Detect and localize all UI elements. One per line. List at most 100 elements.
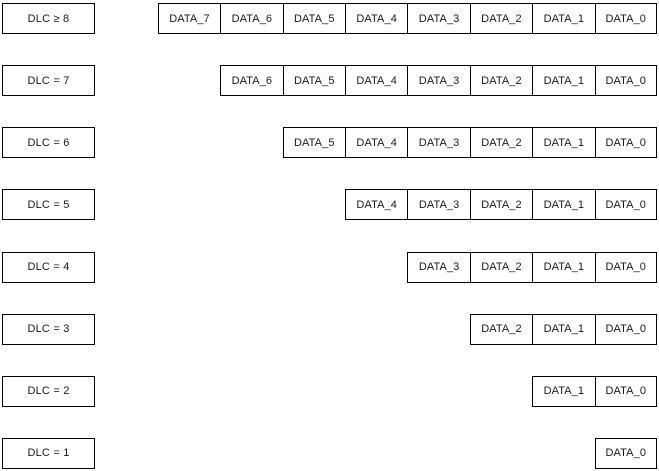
dlc-label-box: DLC = 4 <box>2 251 95 283</box>
data-byte-cell: DATA_1 <box>532 189 595 221</box>
data-byte-cell: DATA_3 <box>407 251 470 283</box>
data-byte-label: DATA_4 <box>356 198 397 211</box>
data-byte-label: DATA_1 <box>543 323 585 336</box>
data-byte-label: DATA_2 <box>481 198 522 211</box>
data-byte-cell: DATA_1 <box>532 65 595 97</box>
data-byte-cell: DATA_4 <box>344 3 408 34</box>
data-byte-cell: DATA_2 <box>469 251 533 283</box>
data-byte-label: DATA_0 <box>605 261 647 274</box>
data-byte-label: DATA_1 <box>543 261 585 274</box>
dlc-row: DLC = 3 DATA_2 DATA_1 DATA_0 <box>0 313 659 347</box>
data-byte-cell: DATA_6 <box>220 3 283 34</box>
data-byte-label: DATA_5 <box>294 12 335 25</box>
data-byte-label: DATA_3 <box>418 136 460 149</box>
data-byte-strip: DATA_5 DATA_4 DATA_3 DATA_2 DATA_1 DATA_0 <box>282 127 657 159</box>
data-byte-cell: DATA_4 <box>344 127 408 159</box>
data-byte-cell: DATA_0 <box>594 189 657 221</box>
dlc-row: DLC = 2 DATA_1 DATA_0 <box>0 375 659 409</box>
data-byte-label: DATA_0 <box>605 136 647 149</box>
data-byte-cell: DATA_5 <box>282 65 345 97</box>
data-byte-label: DATA_2 <box>481 323 522 336</box>
data-byte-label: DATA_2 <box>481 74 522 87</box>
dlc-label-box: DLC = 5 <box>2 189 95 221</box>
data-byte-label: DATA_1 <box>543 385 585 398</box>
data-byte-label: DATA_2 <box>481 136 522 149</box>
data-byte-cell: DATA_2 <box>469 189 533 221</box>
data-byte-strip: DATA_6 DATA_5 DATA_4 DATA_3 DATA_2 DATA_1 DATA… <box>220 65 657 97</box>
dlc-label-box: DLC = 2 <box>2 375 95 407</box>
dlc-label-text: DLC = 7 <box>27 74 70 87</box>
data-byte-cell: DATA_0 <box>594 437 657 469</box>
dlc-label-box: DLC = 3 <box>2 313 95 345</box>
data-byte-cell: DATA_0 <box>594 3 657 34</box>
data-byte-cell: DATA_5 <box>282 3 345 34</box>
data-byte-strip: DATA_2 DATA_1 DATA_0 <box>469 313 657 345</box>
data-byte-cell: DATA_3 <box>407 189 470 221</box>
data-byte-cell: DATA_6 <box>220 65 283 97</box>
data-byte-label: DATA_4 <box>356 12 397 25</box>
data-byte-label: DATA_3 <box>418 198 460 211</box>
data-byte-cell: DATA_5 <box>282 127 345 159</box>
dlc-row: DLC = 1 DATA_0 <box>0 437 659 471</box>
data-byte-label: DATA_6 <box>231 12 273 25</box>
data-byte-cell: DATA_1 <box>532 375 595 407</box>
data-byte-strip: DATA_4 DATA_3 DATA_2 DATA_1 DATA_0 <box>345 189 657 221</box>
data-byte-label: DATA_3 <box>418 12 460 25</box>
data-byte-cell: DATA_0 <box>594 313 657 345</box>
data-byte-cell: DATA_2 <box>469 65 533 97</box>
data-byte-label: DATA_1 <box>543 74 585 87</box>
data-byte-label: DATA_2 <box>481 261 522 274</box>
data-byte-label: DATA_0 <box>605 323 647 336</box>
data-byte-cell: DATA_0 <box>594 375 657 407</box>
dlc-row: DLC = 4 DATA_3 DATA_2 DATA_1 DATA_0 <box>0 251 659 285</box>
dlc-label-text: DLC = 6 <box>27 136 70 149</box>
data-byte-strip: DATA_1 DATA_0 <box>532 375 657 407</box>
dlc-label-box: DLC ≥ 8 <box>2 3 95 34</box>
data-byte-cell: DATA_0 <box>594 251 657 283</box>
data-byte-label: DATA_5 <box>294 136 335 149</box>
data-byte-label: DATA_5 <box>294 74 335 87</box>
dlc-label-box: DLC = 6 <box>2 127 95 159</box>
data-byte-cell: DATA_3 <box>407 65 470 97</box>
data-byte-label: DATA_4 <box>356 74 397 87</box>
dlc-label-text: DLC = 4 <box>27 261 70 274</box>
data-byte-label: DATA_7 <box>169 12 210 25</box>
data-byte-label: DATA_0 <box>605 447 647 460</box>
data-byte-label: DATA_0 <box>605 12 646 25</box>
data-byte-label: DATA_1 <box>543 136 585 149</box>
data-byte-cell: DATA_0 <box>594 127 657 159</box>
data-byte-strip: DATA_7 DATA_6 DATA_5 DATA_4 DATA_3 DATA_2 DATA… <box>157 3 657 34</box>
data-byte-cell: DATA_1 <box>532 251 595 283</box>
data-byte-label: DATA_0 <box>605 198 647 211</box>
dlc-label-text: DLC ≥ 8 <box>27 12 70 25</box>
data-byte-label: DATA_4 <box>356 136 397 149</box>
data-byte-label: DATA_1 <box>543 12 585 25</box>
data-byte-label: DATA_6 <box>231 74 273 87</box>
dlc-label-text: DLC = 1 <box>27 447 70 460</box>
dlc-label-box: DLC = 7 <box>2 65 95 97</box>
data-byte-cell: DATA_1 <box>532 313 595 345</box>
data-byte-cell: DATA_2 <box>469 3 533 34</box>
data-byte-cell: DATA_4 <box>345 189 408 221</box>
data-byte-cell: DATA_1 <box>532 3 595 34</box>
data-byte-cell: DATA_7 <box>157 3 221 34</box>
dlc-row: DLC = 5 DATA_4 DATA_3 DATA_2 DATA_1 DATA_0 <box>0 189 659 222</box>
data-byte-cell: DATA_3 <box>407 127 470 159</box>
dlc-label-box: DLC = 1 <box>2 437 95 469</box>
data-byte-label: DATA_1 <box>543 198 585 211</box>
data-byte-cell: DATA_4 <box>344 65 408 97</box>
data-byte-cell: DATA_3 <box>407 3 470 34</box>
data-byte-strip: DATA_0 <box>594 437 657 469</box>
data-byte-label: DATA_0 <box>605 74 646 87</box>
data-byte-label: DATA_3 <box>418 261 460 274</box>
data-byte-cell: DATA_2 <box>469 127 533 159</box>
data-byte-cell: DATA_1 <box>532 127 595 159</box>
dlc-label-text: DLC = 3 <box>27 323 70 336</box>
data-byte-cell: DATA_2 <box>469 313 533 345</box>
data-byte-label: DATA_3 <box>418 74 460 87</box>
data-byte-cell: DATA_0 <box>594 65 657 97</box>
